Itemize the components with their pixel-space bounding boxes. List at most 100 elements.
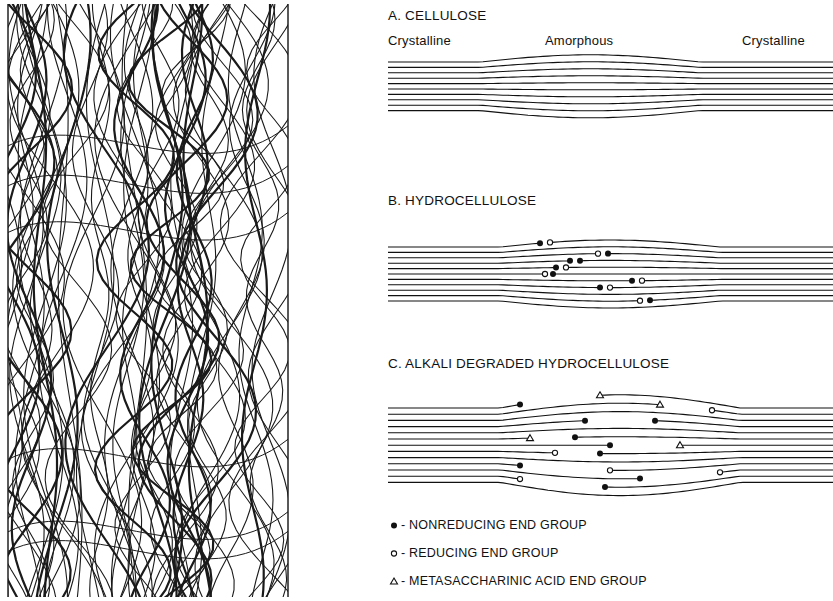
nonreducing-end <box>602 484 608 490</box>
reducing-end <box>517 476 522 481</box>
metasaccharinic-end <box>677 442 684 448</box>
chain <box>388 403 660 414</box>
legend-text: - METASACCHARINIC ACID END GROUP <box>401 574 647 589</box>
reducing-end <box>595 251 600 256</box>
nonreducing-end <box>550 271 556 277</box>
fibril <box>8 212 288 240</box>
reducing-end <box>607 285 612 290</box>
region-label: Crystalline <box>388 33 451 48</box>
chain <box>388 476 520 479</box>
nonreducing-end <box>567 258 573 264</box>
metasaccharinic-end <box>391 578 398 584</box>
chain <box>642 279 833 280</box>
chain <box>580 260 833 263</box>
chain <box>388 428 833 432</box>
nonreducing-end <box>391 523 397 529</box>
reducing-end <box>717 470 722 475</box>
reducing-end <box>542 271 547 276</box>
chain <box>388 69 833 73</box>
fibril <box>128 4 213 597</box>
fibril <box>17 4 75 597</box>
chain <box>388 464 520 466</box>
panel-title: A. CELLULOSE <box>388 8 486 23</box>
legend-symbols <box>391 523 398 585</box>
nonreducing-end <box>577 258 583 264</box>
nonreducing-end <box>629 278 635 284</box>
fibril <box>8 126 288 154</box>
chain <box>388 261 570 263</box>
chain <box>388 111 833 118</box>
nonreducing-end <box>652 418 658 424</box>
chain <box>388 88 833 90</box>
fibril <box>8 4 39 597</box>
chain <box>388 285 600 288</box>
chain <box>388 421 585 427</box>
fibril <box>19 4 54 597</box>
legend-text: - REDUCING END GROUP <box>401 546 558 561</box>
fibril <box>148 4 231 597</box>
reducing-end <box>563 265 568 270</box>
fibril <box>23 4 68 597</box>
chain <box>566 267 833 268</box>
fiber-border <box>287 4 289 597</box>
nonreducing-end <box>582 418 588 424</box>
reducing-end <box>637 298 642 303</box>
nonreducing-end <box>647 297 653 303</box>
chain <box>388 438 530 440</box>
fibril <box>8 531 288 559</box>
reducing-end <box>552 450 557 455</box>
cellulose-chains <box>388 55 833 496</box>
chain <box>388 55 833 62</box>
chain <box>388 290 833 294</box>
fibril <box>174 4 252 597</box>
fibril <box>54 4 82 597</box>
nonreducing-end <box>517 463 523 469</box>
fibril <box>124 4 160 597</box>
fibril-bundle <box>8 4 288 597</box>
chain <box>550 240 833 247</box>
fibril <box>35 4 91 597</box>
region-label: Amorphous <box>545 33 613 48</box>
legend-text: - NONREDUCING END GROUP <box>401 518 587 533</box>
reducing-end <box>391 551 396 556</box>
fibril <box>90 4 110 597</box>
metasaccharinic-end <box>527 435 534 441</box>
chain <box>388 301 833 308</box>
reducing-end <box>639 278 644 283</box>
chain <box>610 464 833 471</box>
chain <box>388 405 520 408</box>
chain <box>388 105 833 111</box>
fibril <box>187 4 228 597</box>
chain <box>575 437 833 439</box>
chain <box>608 254 833 258</box>
chain <box>388 100 833 104</box>
fibril <box>8 4 107 597</box>
nonreducing-end <box>607 442 613 448</box>
chain <box>388 445 610 446</box>
fibril <box>13 4 58 597</box>
fibril <box>8 4 54 597</box>
chain <box>388 482 833 495</box>
chain <box>388 458 833 462</box>
reducing-end <box>607 468 612 473</box>
chain <box>388 254 598 258</box>
fibril <box>13 4 81 597</box>
region-label: Crystalline <box>742 33 805 48</box>
fibril <box>191 4 273 597</box>
chain <box>712 410 833 414</box>
chain <box>553 273 833 274</box>
nonreducing-end <box>637 476 643 482</box>
fibril <box>8 439 288 467</box>
chain <box>388 470 640 479</box>
nonreducing-end <box>572 434 578 440</box>
chain <box>388 279 632 280</box>
metasaccharinic-end <box>597 392 604 398</box>
fibril <box>8 512 288 540</box>
reducing-end <box>547 240 552 245</box>
nonreducing-end <box>537 240 543 246</box>
chain <box>680 445 833 446</box>
fibril <box>242 4 270 597</box>
fibril <box>95 4 174 597</box>
chain <box>650 296 833 301</box>
